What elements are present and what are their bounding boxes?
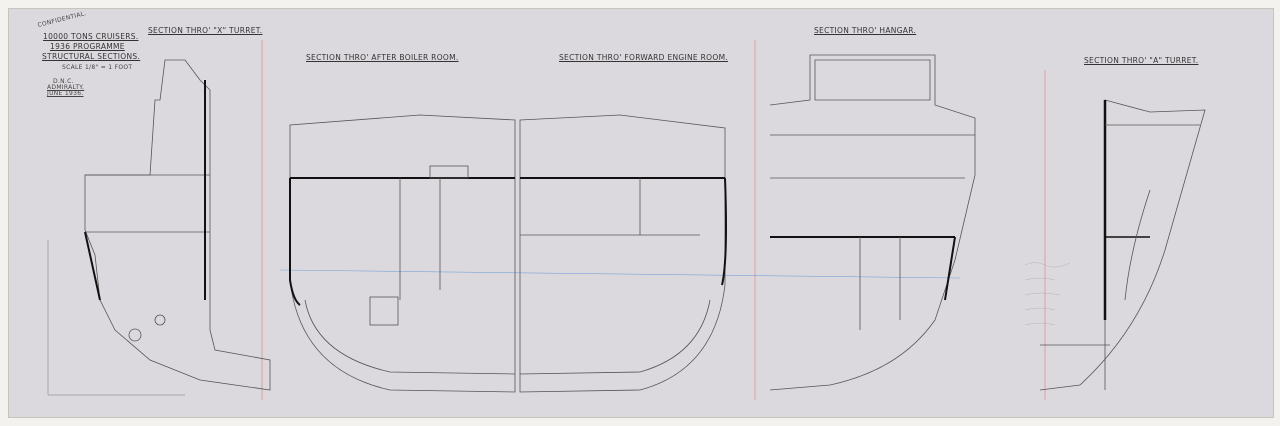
office-label: D.N.C. [53,78,74,85]
forward-engine-room-section [519,114,727,393]
scale-label: SCALE 1/8" = 1 FOOT [62,64,133,71]
section-title-hangar: SECTION THRO' HANGAR. [814,26,917,35]
a-turret-section [1039,99,1206,391]
section-title-x-turret: SECTION THRO' "X" TURRET. [148,26,263,35]
after-boiler-room-section [289,114,516,393]
title-line-1: 10000 TONS CRUISERS. [43,32,139,41]
section-title-forward-engine-room: SECTION THRO' FORWARD ENGINE ROOM. [559,53,729,62]
x-turret-section [84,59,271,391]
org-label: ADMIRALTY. [47,84,85,91]
title-line-3: STRUCTURAL SECTIONS. [42,52,141,61]
scale-bar [47,240,185,396]
waterline [279,269,961,279]
hangar-section [769,54,976,391]
drawing-sheet [8,8,1274,418]
centre-lines [261,40,1046,400]
title-line-2: 1936 PROGRAMME [50,42,125,51]
date-label: JUNE 1936. [47,90,84,97]
section-title-a-turret: SECTION THRO' "A" TURRET. [1084,56,1199,65]
section-title-after-boiler-room: SECTION THRO' AFTER BOILER ROOM. [306,53,459,62]
handwritten-note [1024,262,1071,326]
